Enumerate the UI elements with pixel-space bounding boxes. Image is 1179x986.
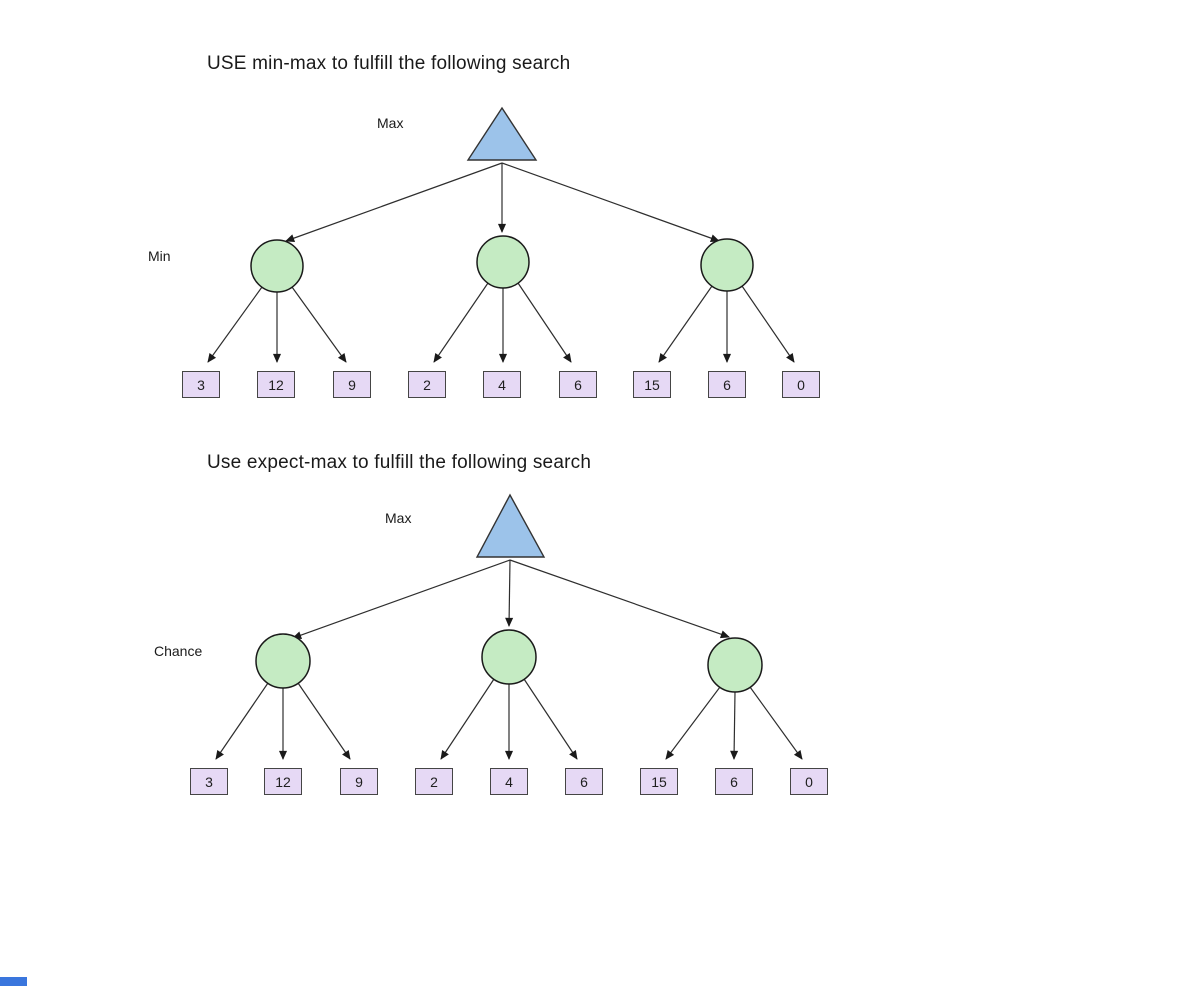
minmax-title: USE min-max to fulfill the following sea… — [207, 53, 571, 74]
leaf-node: 3 — [182, 371, 220, 398]
edge-arrow — [291, 286, 347, 363]
edge-arrow — [297, 682, 351, 760]
leaf-node: 2 — [415, 768, 453, 795]
edge-arrow — [215, 682, 269, 760]
leaf-node: 9 — [333, 371, 371, 398]
leaf-node: 0 — [790, 768, 828, 795]
minmax-max-label: Max — [377, 115, 404, 131]
min-node-circle — [250, 239, 304, 293]
max-node-triangle — [475, 493, 546, 558]
expectmax-chance-label: Chance — [154, 643, 203, 659]
edge-arrow — [440, 678, 495, 760]
edge-arrow — [501, 162, 720, 243]
leaf-node: 6 — [559, 371, 597, 398]
edge-arrow — [433, 282, 489, 363]
leaf-node: 12 — [257, 371, 295, 398]
leaf-node: 4 — [490, 768, 528, 795]
edge-arrow — [658, 285, 713, 363]
leaf-node: 4 — [483, 371, 521, 398]
chance-node-circle — [707, 637, 763, 693]
min-node-circle — [476, 235, 530, 289]
leaf-node: 2 — [408, 371, 446, 398]
screen-corner-fragment — [0, 977, 27, 986]
chance-node-circle — [481, 629, 537, 685]
expectmax-title: Use expect-max to fulfill the following … — [207, 452, 592, 473]
edge-arrow — [505, 559, 514, 627]
leaf-node: 9 — [340, 768, 378, 795]
leaf-node: 15 — [640, 768, 678, 795]
edge-arrow — [665, 686, 721, 760]
leaf-node: 6 — [715, 768, 753, 795]
leaf-node: 12 — [264, 768, 302, 795]
min-node-circle — [700, 238, 754, 292]
leaf-node: 3 — [190, 768, 228, 795]
leaf-node: 15 — [633, 371, 671, 398]
edge-arrow — [741, 285, 795, 363]
edge-arrow — [730, 691, 739, 760]
edge-arrow — [749, 686, 803, 760]
leaf-node: 0 — [782, 371, 820, 398]
edge-arrow — [292, 559, 511, 640]
edge-arrow — [517, 282, 572, 363]
edge-arrow — [285, 162, 503, 243]
edge-arrow — [207, 286, 263, 363]
minmax-edges — [207, 162, 795, 363]
leaf-node: 6 — [708, 371, 746, 398]
expectmax-max-label: Max — [385, 510, 412, 526]
expectmax-edges — [215, 559, 803, 760]
max-node-triangle — [466, 106, 538, 161]
minmax-min-label: Min — [148, 248, 171, 264]
leaf-node: 6 — [565, 768, 603, 795]
edge-arrow — [523, 678, 578, 760]
edge-arrow — [509, 559, 730, 639]
chance-node-circle — [255, 633, 311, 689]
